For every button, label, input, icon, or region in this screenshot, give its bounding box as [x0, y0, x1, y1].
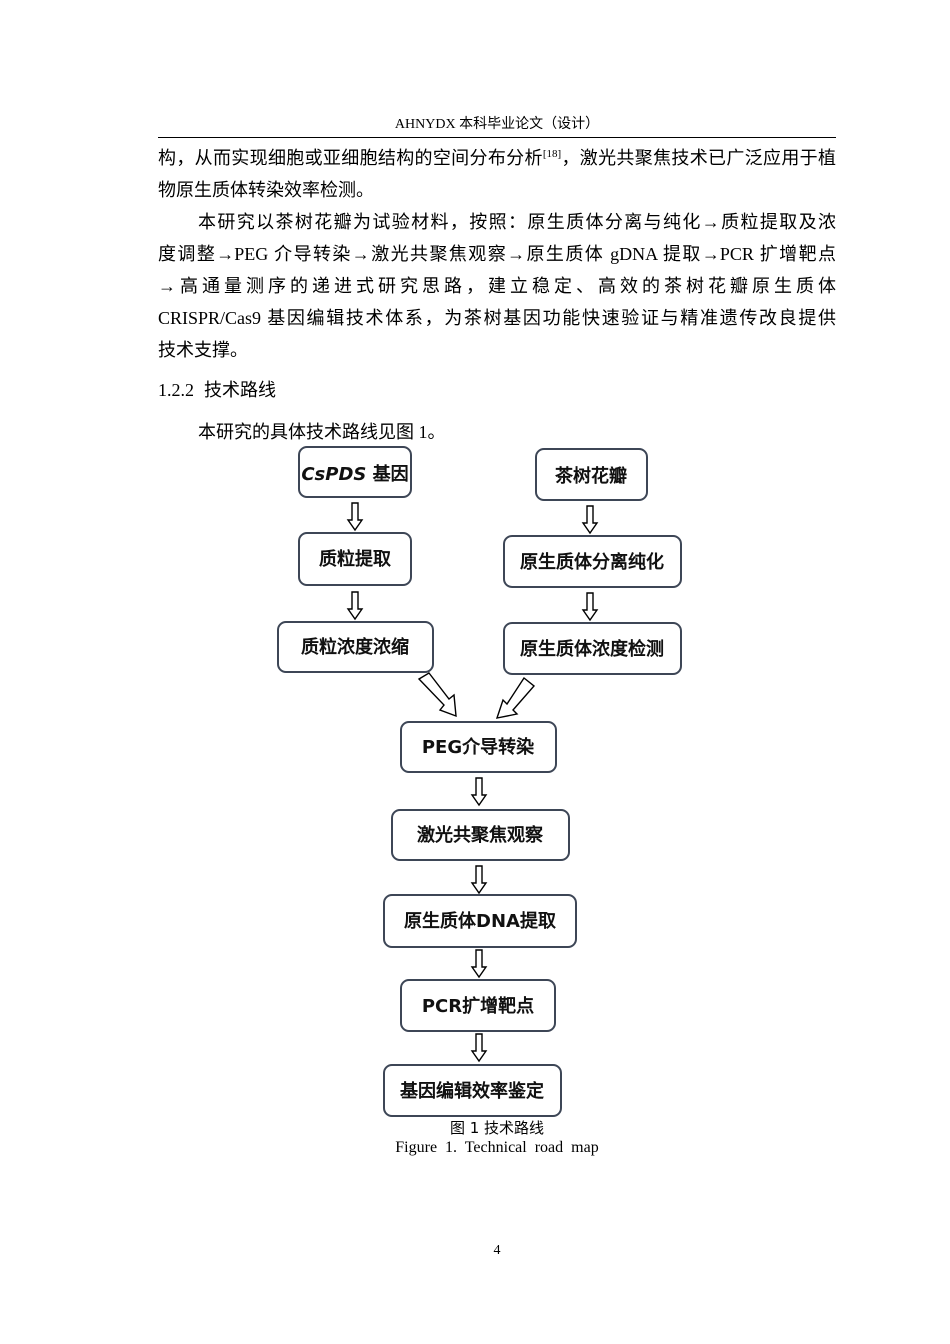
- flow-label-editing-efficiency: 基因编辑效率鉴定: [399, 1080, 544, 1102]
- down-arrow-icon: [471, 1033, 487, 1062]
- flow-box-gene: [298, 446, 412, 498]
- flow-label-dna-extraction: 原生质体DNA提取: [404, 910, 557, 932]
- paragraph-line: 本研究以茶树花瓣为试验材料，按照：原生质体分离与纯化→质粒提取及浓: [198, 212, 836, 232]
- gene-suffix: 基因: [366, 463, 408, 485]
- flow-label-peg-transfection: PEG介导转染: [422, 736, 535, 758]
- flow-label-confocal-observation: 激光共聚焦观察: [417, 824, 544, 846]
- flow-box-editing-efficiency: [383, 1064, 562, 1117]
- running-header: AHNYDX 本科毕业论文（设计）: [394, 117, 600, 132]
- flow-box-pcr-amplification: [400, 979, 556, 1032]
- paragraph-research-approach: 本研究以茶树花瓣为试验材料，按照：原生质体分离与纯化→质粒提取及浓 度调整→PE…: [158, 206, 836, 366]
- paragraph-figure-reference: 本研究的具体技术路线见图 1。: [198, 422, 446, 442]
- flow-label-protoplast-isolation: 原生质体分离纯化: [520, 551, 664, 573]
- paragraph-continued: 构，从而实现细胞或亚细胞结构的空间分布分析[18]，激光共聚焦技术已广泛应用于植…: [158, 142, 836, 206]
- header-rule: [158, 137, 836, 138]
- section-title: 技术路线: [204, 380, 276, 400]
- flow-box-dna-extraction: [383, 894, 577, 948]
- flow-box-protoplast-isolation: [503, 535, 682, 588]
- flow-label-plasmid-concentration: 质粒浓度浓缩: [301, 636, 409, 658]
- paragraph-line: 技术支撑。: [158, 340, 248, 360]
- down-arrow-icon: [471, 949, 487, 978]
- section-heading: 1.2.2 技术路线: [158, 374, 276, 406]
- flow-box-peg-transfection: [400, 721, 557, 773]
- flow-label-plasmid-extraction: 质粒提取: [319, 548, 392, 570]
- citation-ref: [18]: [542, 148, 562, 160]
- flow-label-pcr-amplification: PCR扩增靶点: [422, 995, 534, 1017]
- diagonal-arrow-icon: [417, 672, 457, 718]
- flow-box-tea-petals: [535, 448, 648, 501]
- paragraph-line: 度调整→PEG 介导转染→激光共聚焦观察→原生质体 gDNA 提取→PCR 扩增…: [158, 244, 836, 264]
- gene-name: CsPDS: [301, 464, 366, 485]
- paragraph-text: ，激光共聚焦技术已广泛应用于植物原生质体转染效率检测。: [158, 148, 837, 200]
- section-number: 1.2.2: [158, 380, 194, 400]
- paragraph-line: →高通量测序的递进式研究思路，建立稳定、高效的茶树花瓣原生质体: [158, 276, 836, 296]
- down-arrow-icon: [582, 505, 598, 534]
- down-arrow-icon: [347, 502, 363, 531]
- down-arrow-icon: [582, 592, 598, 621]
- flow-box-plasmid-extraction: [298, 532, 412, 586]
- flow-label-gene: CsPDS 基因: [301, 463, 408, 485]
- down-arrow-icon: [347, 591, 363, 620]
- flow-label-tea-petals: 茶树花瓣: [555, 465, 627, 487]
- page-number: 4: [493, 1243, 501, 1258]
- flow-box-plasmid-concentration: [277, 621, 434, 673]
- flow-box-protoplast-concentration: [503, 622, 682, 675]
- flow-box-confocal-observation: [391, 809, 570, 861]
- down-arrow-icon: [471, 777, 487, 806]
- flow-label-protoplast-concentration: 原生质体浓度检测: [520, 638, 664, 660]
- paragraph-text: 构，从而实现细胞或亚细胞结构的空间分布分析: [158, 148, 543, 168]
- down-arrow-icon: [471, 865, 487, 894]
- diagonal-arrow-icon: [495, 676, 536, 719]
- paragraph-line: CRISPR/Cas9 基因编辑技术体系，为茶树基因功能快速验证与精准遗传改良提…: [158, 308, 836, 328]
- figure-caption-en: Figure 1. Technical road map: [395, 1139, 599, 1156]
- figure-caption-cn: 图 1 技术路线: [449, 1119, 545, 1137]
